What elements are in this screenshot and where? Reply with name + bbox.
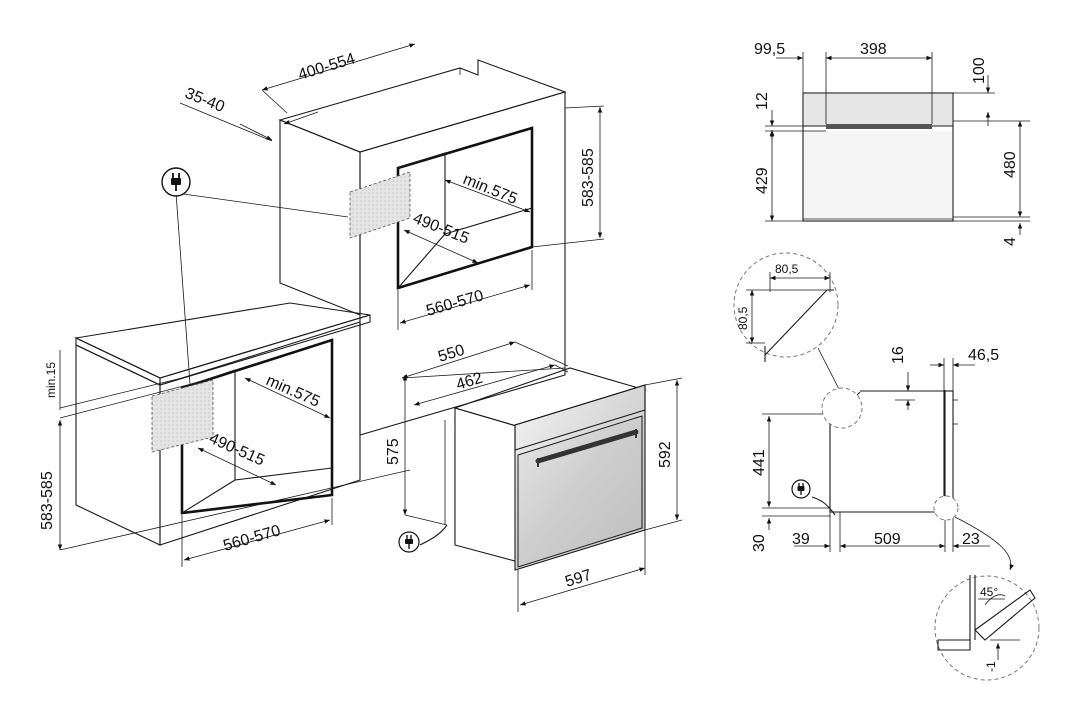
label-front-left: 99,5 <box>754 41 785 58</box>
dimension-lines <box>57 43 683 612</box>
label-low-open-w: 560-570 <box>221 522 282 555</box>
label-front-width: 398 <box>860 41 887 58</box>
label-front-door: 429 <box>754 167 771 194</box>
label-side-top: 16 <box>890 346 907 364</box>
cabinet-illustration <box>74 59 567 546</box>
plug-icon <box>398 531 420 553</box>
label-low-open-h: 490-515 <box>206 430 267 469</box>
label-top-open-h: 490-515 <box>411 210 472 248</box>
label-oven-width: 597 <box>563 567 594 591</box>
label-front-bottom: 4 <box>1002 237 1019 246</box>
label-detail-a-w: 80,5 <box>775 262 799 276</box>
detail-bevel <box>933 495 1040 681</box>
plug-icon <box>161 167 191 197</box>
label-top-height: 583-585 <box>580 148 597 207</box>
label-low-min-clear: min.15 <box>44 362 58 398</box>
label-side-height: 441 <box>751 449 768 476</box>
label-cab-gap: 35-40 <box>183 85 227 116</box>
label-low-height: 583-585 <box>39 471 56 530</box>
label-oven-height-left: 575 <box>385 438 402 465</box>
label-front-height: 480 <box>1002 151 1019 178</box>
label-oven-depth: 550 <box>436 342 467 366</box>
label-front-top: 100 <box>971 57 988 84</box>
label-low-min-depth: min.575 <box>263 372 322 411</box>
plug-icon <box>791 479 811 499</box>
label-front-panel: 12 <box>754 92 771 110</box>
oven-illustration <box>419 367 647 571</box>
label-side-bottom: 30 <box>751 534 768 552</box>
label-cab-depth: 400-554 <box>296 50 357 83</box>
detail-corner <box>733 252 863 429</box>
label-side-handle: 46,5 <box>968 347 999 364</box>
front-elevation <box>765 52 1030 235</box>
label-top-open-w: 560-570 <box>424 287 485 320</box>
label-detail-a-h: 80,5 <box>736 306 750 330</box>
label-side-door: 23 <box>962 531 980 548</box>
label-oven-body-depth: 462 <box>454 370 485 394</box>
label-oven-height-right: 592 <box>657 441 674 468</box>
label-side-depth: 509 <box>874 531 901 548</box>
label-detail-b-gap: -1 <box>984 661 998 672</box>
label-top-min-depth: min.575 <box>461 171 520 208</box>
label-side-foot: 39 <box>792 531 810 548</box>
label-detail-b-angle: 45° <box>980 585 998 599</box>
side-elevation <box>762 358 990 552</box>
